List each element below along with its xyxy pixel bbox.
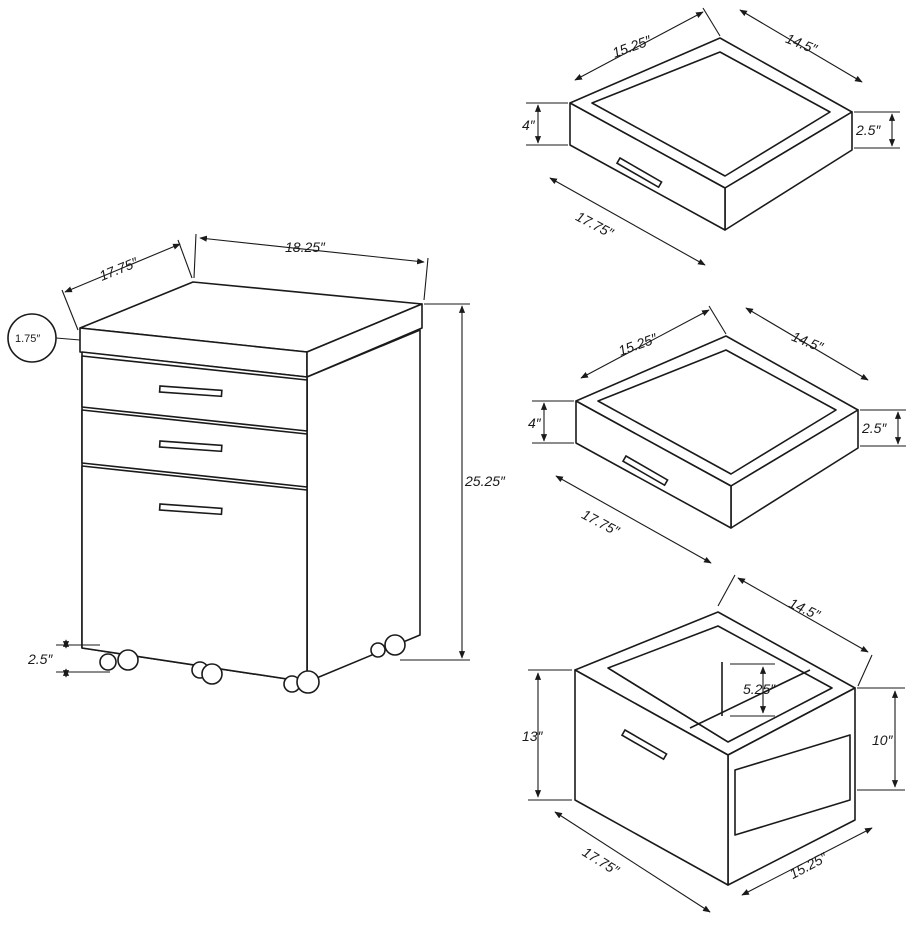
drawer-middle-side-height-label: 2.5″ — [861, 420, 887, 436]
cabinet-top-thickness-label: 1.75″ — [15, 333, 40, 345]
drawer-file-side-depth-label: 15.25″ — [787, 849, 831, 882]
drawer-middle-front-width-label: 17.75″ — [579, 506, 623, 539]
drawer-top-front-width-label: 17.75″ — [573, 208, 617, 241]
cabinet-height-label: 25.25″ — [464, 473, 506, 489]
drawer-top-drawing: 15.25″ 14.5″ 4″ 2.5″ 17.75″ — [522, 7, 900, 266]
drawer-file-rail-height-label: 5.25″ — [743, 681, 776, 697]
drawer-file-inner-depth-label: 14.5″ — [787, 595, 824, 624]
drawer-top-side-height-label: 2.5″ — [855, 122, 881, 138]
width-dimension-line — [199, 235, 425, 265]
drawer-file-front-height-label: 13″ — [522, 728, 544, 744]
cabinet-caster-height-label: 2.5″ — [27, 651, 53, 667]
cabinet-depth-label: 17.75″ — [97, 254, 141, 284]
drawer-handle — [158, 385, 223, 398]
depth-dimension-line — [64, 243, 181, 293]
drawer-middle-inner-width-label: 15.25″ — [616, 330, 660, 359]
cabinet-drawer-3 — [81, 465, 308, 683]
cabinet-drawing: 17.75″ 18.25″ 1.75″ 25.25″ 2.5″ — [7, 233, 506, 694]
drawer-handle — [158, 440, 223, 453]
cabinet-side-panel — [306, 329, 421, 683]
drawer-middle-drawing: 15.25″ 14.5″ 4″ 2.5″ 17.75″ — [528, 305, 906, 564]
cabinet-top-side-edge — [306, 303, 423, 378]
drawer-middle-inner-depth-label: 14.5″ — [789, 328, 826, 355]
drawer-handle — [158, 503, 223, 516]
cabinet-width-label: 18.25″ — [285, 239, 326, 255]
drawer-middle-front-height-label: 4″ — [528, 415, 542, 431]
casters — [99, 634, 406, 694]
drawer-file-drawing: 14.5″ 5.25″ 13″ 10″ 17.75″ 15.25″ — [522, 574, 905, 913]
drawer-top-inner-depth-label: 14.5″ — [783, 30, 820, 57]
drawer-file-side-height-label: 10″ — [872, 732, 894, 748]
drawer-top-inner-width-label: 15.25″ — [610, 32, 654, 61]
drawer-top-front-height-label: 4″ — [522, 117, 536, 133]
drawer-file-front-width-label: 17.75″ — [580, 844, 623, 879]
